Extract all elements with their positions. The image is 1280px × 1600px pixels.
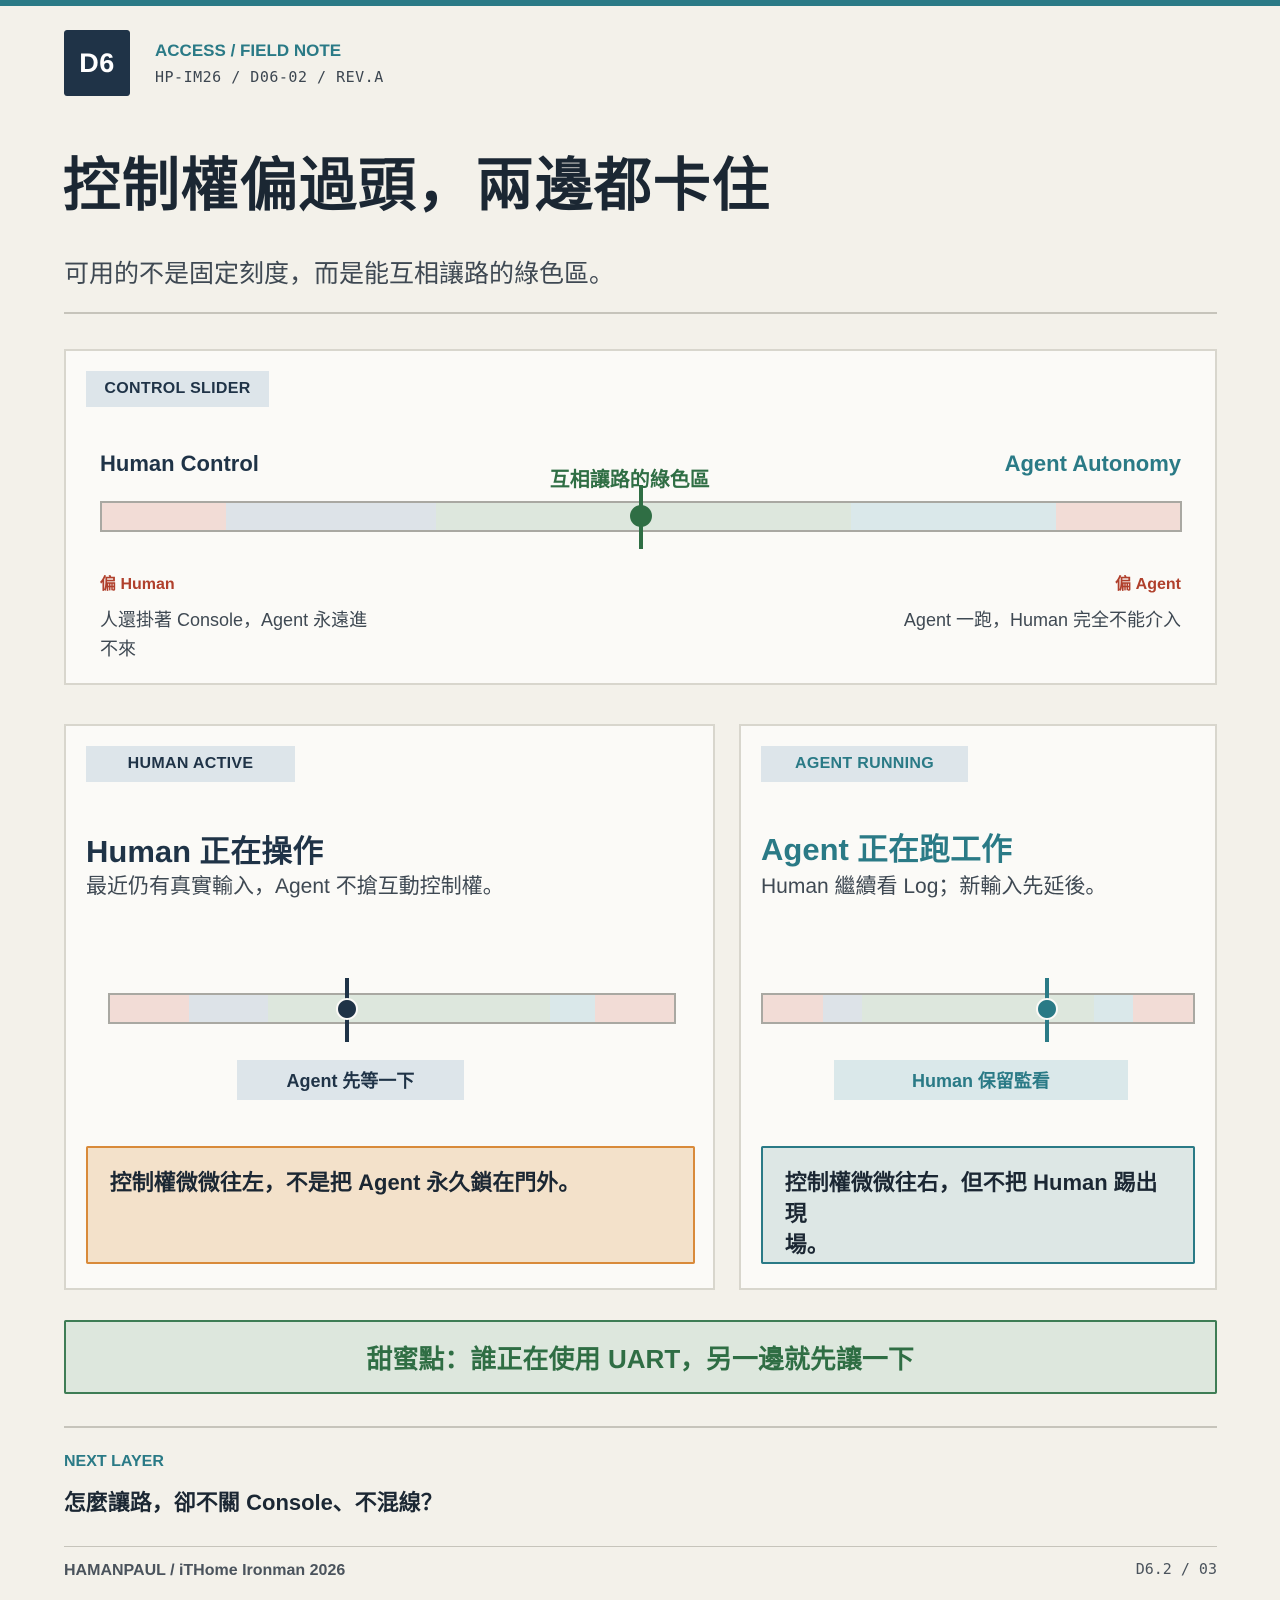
track-zone-human-lean	[225, 503, 437, 530]
page-title: 控制權偏過頭，兩邊都卡住	[63, 153, 772, 218]
footer-credit: HAMANPAUL / iTHome Ironman 2026	[64, 1562, 346, 1579]
callout-line: 場。	[785, 1231, 830, 1257]
divider	[64, 312, 1217, 314]
track-zone-human-extreme	[110, 995, 189, 1022]
human-monitor-pill: Human 保留監看	[834, 1060, 1128, 1100]
track-zone-agent-extreme	[595, 995, 674, 1022]
track-zone-agent-extreme	[1132, 995, 1193, 1022]
lean-human-desc-line: 人還掛著 Console，Agent 永遠進	[100, 610, 368, 630]
track-zone-human-lean	[823, 995, 862, 1022]
agent-running-panel: AGENT RUNNING Agent 正在跑工作 Human 繼續看 Log；…	[739, 724, 1217, 1290]
human-active-callout: 控制權微微往左，不是把 Agent 永久鎖在門外。	[86, 1146, 695, 1264]
track-zone-agent-extreme	[1056, 503, 1180, 530]
lean-human-desc-line: 不來	[100, 639, 136, 659]
control-slider-panel: CONTROL SLIDER Human Control Agent Auton…	[64, 349, 1217, 685]
agent-running-slider-track[interactable]	[761, 993, 1195, 1024]
sweet-spot-banner: 甜蜜點：誰正在使用 UART，另一邊就先讓一下	[64, 1320, 1217, 1394]
green-zone-label: 互相讓路的綠色區	[550, 469, 710, 491]
human-active-tag: HUMAN ACTIVE	[86, 746, 295, 782]
track-zone-agent-lean	[1094, 995, 1133, 1022]
next-layer-label: NEXT LAYER	[64, 1453, 164, 1470]
control-slider-track[interactable]	[100, 501, 1182, 532]
track-zone-agent-lean	[549, 995, 596, 1022]
slider-knob[interactable]	[630, 505, 652, 527]
control-slider-tag: CONTROL SLIDER	[86, 371, 269, 407]
callout-line: 控制權微微往右，但不把 Human 踢出現	[785, 1170, 1158, 1226]
human-active-slider-knob[interactable]	[335, 998, 358, 1020]
agent-running-callout: 控制權微微往右，但不把 Human 踢出現 場。	[761, 1146, 1195, 1264]
agent-running-heading: Agent 正在跑工作	[761, 832, 1013, 867]
document-id: HP-IM26 / D06-02 / REV.A	[155, 68, 384, 86]
top-accent-bar	[0, 0, 1280, 6]
human-active-panel: HUMAN ACTIVE Human 正在操作 最近仍有真實輸入，Agent 不…	[64, 724, 715, 1290]
lean-agent-title: 偏 Agent	[1115, 576, 1181, 593]
track-zone-agent-lean	[851, 503, 1056, 530]
agent-running-desc: Human 繼續看 Log；新輸入先延後。	[761, 875, 1107, 898]
page-subtitle: 可用的不是固定刻度，而是能互相讓路的綠色區。	[64, 260, 615, 288]
lean-human-title: 偏 Human	[100, 576, 175, 593]
track-zone-human-extreme	[763, 995, 824, 1022]
divider	[64, 1426, 1217, 1428]
human-control-label: Human Control	[100, 451, 259, 476]
footer-divider	[64, 1546, 1217, 1547]
track-zone-green	[267, 995, 550, 1022]
track-zone-green	[861, 995, 1095, 1022]
agent-running-slider-knob[interactable]	[1036, 998, 1059, 1020]
human-active-desc: 最近仍有真實輸入，Agent 不搶互動控制權。	[86, 875, 504, 898]
kicker-label: ACCESS / FIELD NOTE	[155, 41, 342, 60]
agent-autonomy-label: Agent Autonomy	[1004, 451, 1181, 476]
footer-page-number: D6.2 / 03	[1135, 1560, 1217, 1578]
next-layer-question: 怎麼讓路，卻不關 Console、不混線？	[64, 1490, 443, 1515]
human-active-slider-track[interactable]	[108, 993, 676, 1024]
agent-wait-pill: Agent 先等一下	[237, 1060, 464, 1100]
track-zone-human-lean	[188, 995, 268, 1022]
lean-human-desc: 人還掛著 Console，Agent 永遠進 不來	[100, 606, 367, 664]
agent-running-tag: AGENT RUNNING	[761, 746, 968, 782]
human-active-heading: Human 正在操作	[86, 834, 324, 869]
section-badge: D6	[64, 30, 130, 96]
lean-agent-desc: Agent 一跑，Human 完全不能介入	[903, 610, 1181, 630]
track-zone-human-extreme	[102, 503, 226, 530]
